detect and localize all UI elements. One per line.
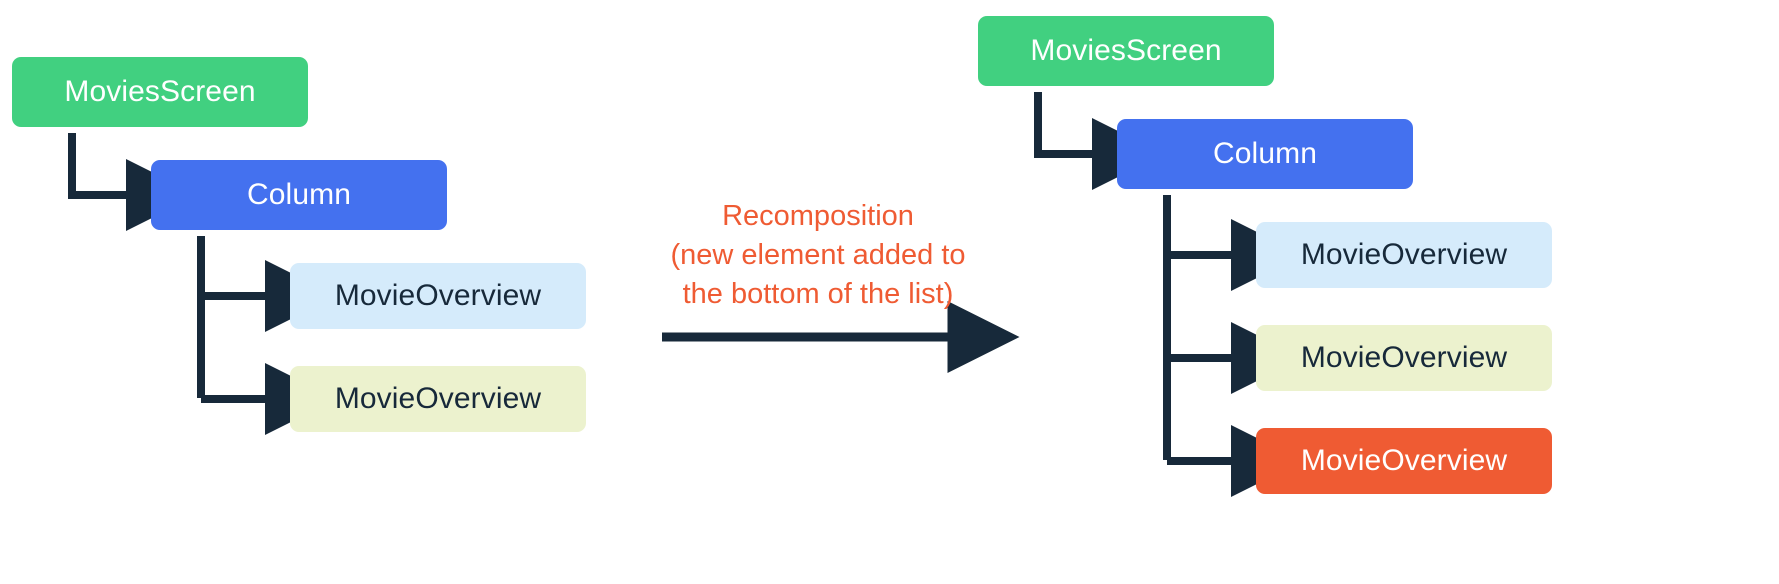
node-movie-overview-before-1[interactable]: MovieOverview [290, 263, 586, 329]
node-column-after[interactable]: Column [1117, 119, 1413, 189]
node-label: Column [1213, 137, 1317, 170]
node-label: MovieOverview [334, 279, 542, 312]
node-label: Column [247, 178, 351, 211]
edge-moviesscreen-to-column-before [68, 133, 198, 231]
node-column-before[interactable]: Column [151, 160, 447, 230]
node-label: MovieOverview [334, 382, 542, 415]
recomposition-label: Recomposition (new element added to the … [670, 200, 966, 310]
edge-moviesscreen-to-column-after [1034, 92, 1164, 190]
node-label: MovieOverview [1300, 341, 1508, 374]
node-label: MovieOverview [1300, 444, 1508, 477]
node-movie-overview-after-1[interactable]: MovieOverview [1256, 222, 1552, 288]
node-label: MoviesScreen [64, 75, 256, 108]
node-movies-screen-after[interactable]: MoviesScreen [978, 16, 1274, 86]
node-movie-overview-after-2[interactable]: MovieOverview [1256, 325, 1552, 391]
node-label: MovieOverview [1300, 238, 1508, 271]
node-movie-overview-before-2[interactable]: MovieOverview [290, 366, 586, 432]
node-movies-screen-before[interactable]: MoviesScreen [12, 57, 308, 127]
node-label: MoviesScreen [1030, 34, 1222, 67]
node-movie-overview-after-3-new[interactable]: MovieOverview [1256, 428, 1552, 494]
